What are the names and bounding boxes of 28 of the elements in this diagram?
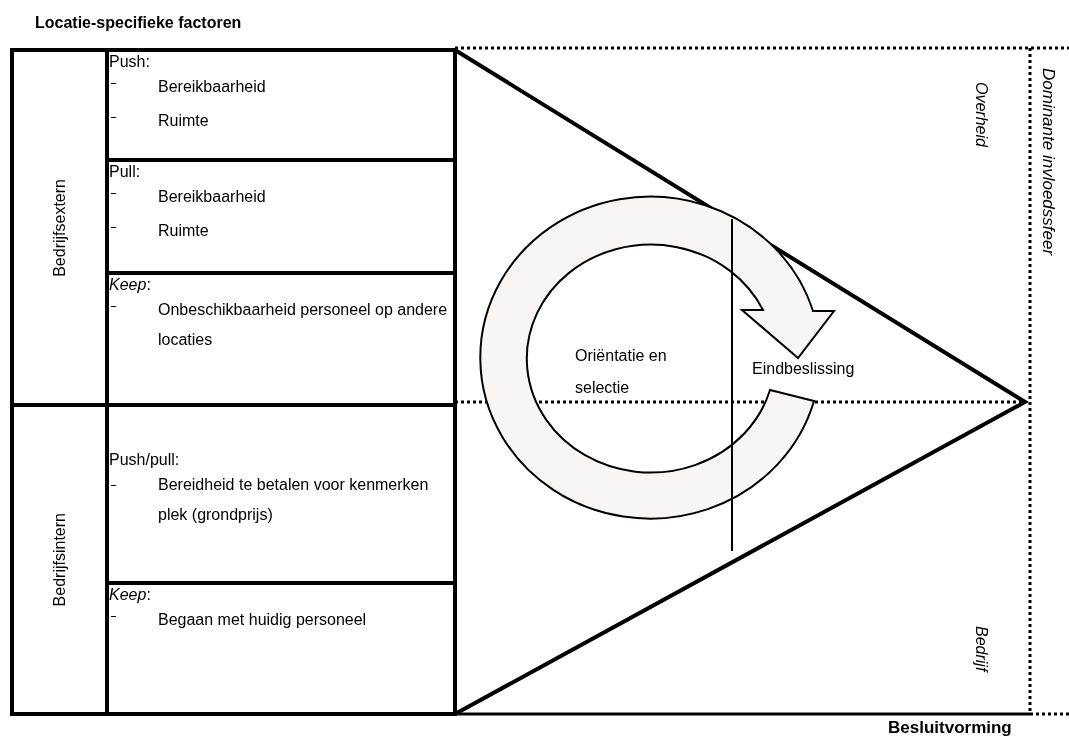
- table-cell: [107, 405, 455, 583]
- list-item: Bereikbaarheid: [158, 77, 267, 97]
- table-cell: [107, 273, 455, 405]
- table-cell: [107, 160, 455, 273]
- cell-heading: Push/pull:: [109, 450, 181, 470]
- table-cell: [107, 50, 455, 160]
- row-heading: Bedrijfsextern: [49, 178, 69, 277]
- heading: Locatie-specifieke factoren: [35, 14, 242, 32]
- phase-label: Oriëntatie en selectie: [575, 346, 668, 398]
- list-item: Bereikbaarheid: [158, 187, 267, 207]
- axis-label: Dominante invloedssfeer: [1038, 68, 1058, 256]
- cell-heading: Pull:: [109, 162, 142, 182]
- cell-heading: Keep:: [109, 585, 152, 605]
- list-item: Bereidheid te betalen voor kenmerken plek (grondprijs): [158, 475, 430, 525]
- cell-heading: Keep:: [109, 275, 152, 295]
- list-item: Begaan met huidig personeel: [158, 610, 368, 630]
- table-cell: [12, 50, 107, 405]
- phase-label: Eindbeslissing: [752, 360, 855, 378]
- cell-heading: Push:: [109, 52, 151, 72]
- list-item: Ruimte: [158, 111, 210, 131]
- table-cell: [107, 583, 455, 714]
- list-item: Ruimte: [158, 221, 210, 241]
- table-cell: [12, 405, 107, 714]
- side-label: Overheid: [972, 82, 990, 147]
- row-heading: Bedrijfsintern: [49, 512, 69, 607]
- axis-label: Besluitvorming: [888, 718, 1012, 738]
- list-item: Onbeschikbaarheid personeel op andere locaties: [158, 300, 449, 350]
- side-label: Bedrijf: [972, 626, 990, 672]
